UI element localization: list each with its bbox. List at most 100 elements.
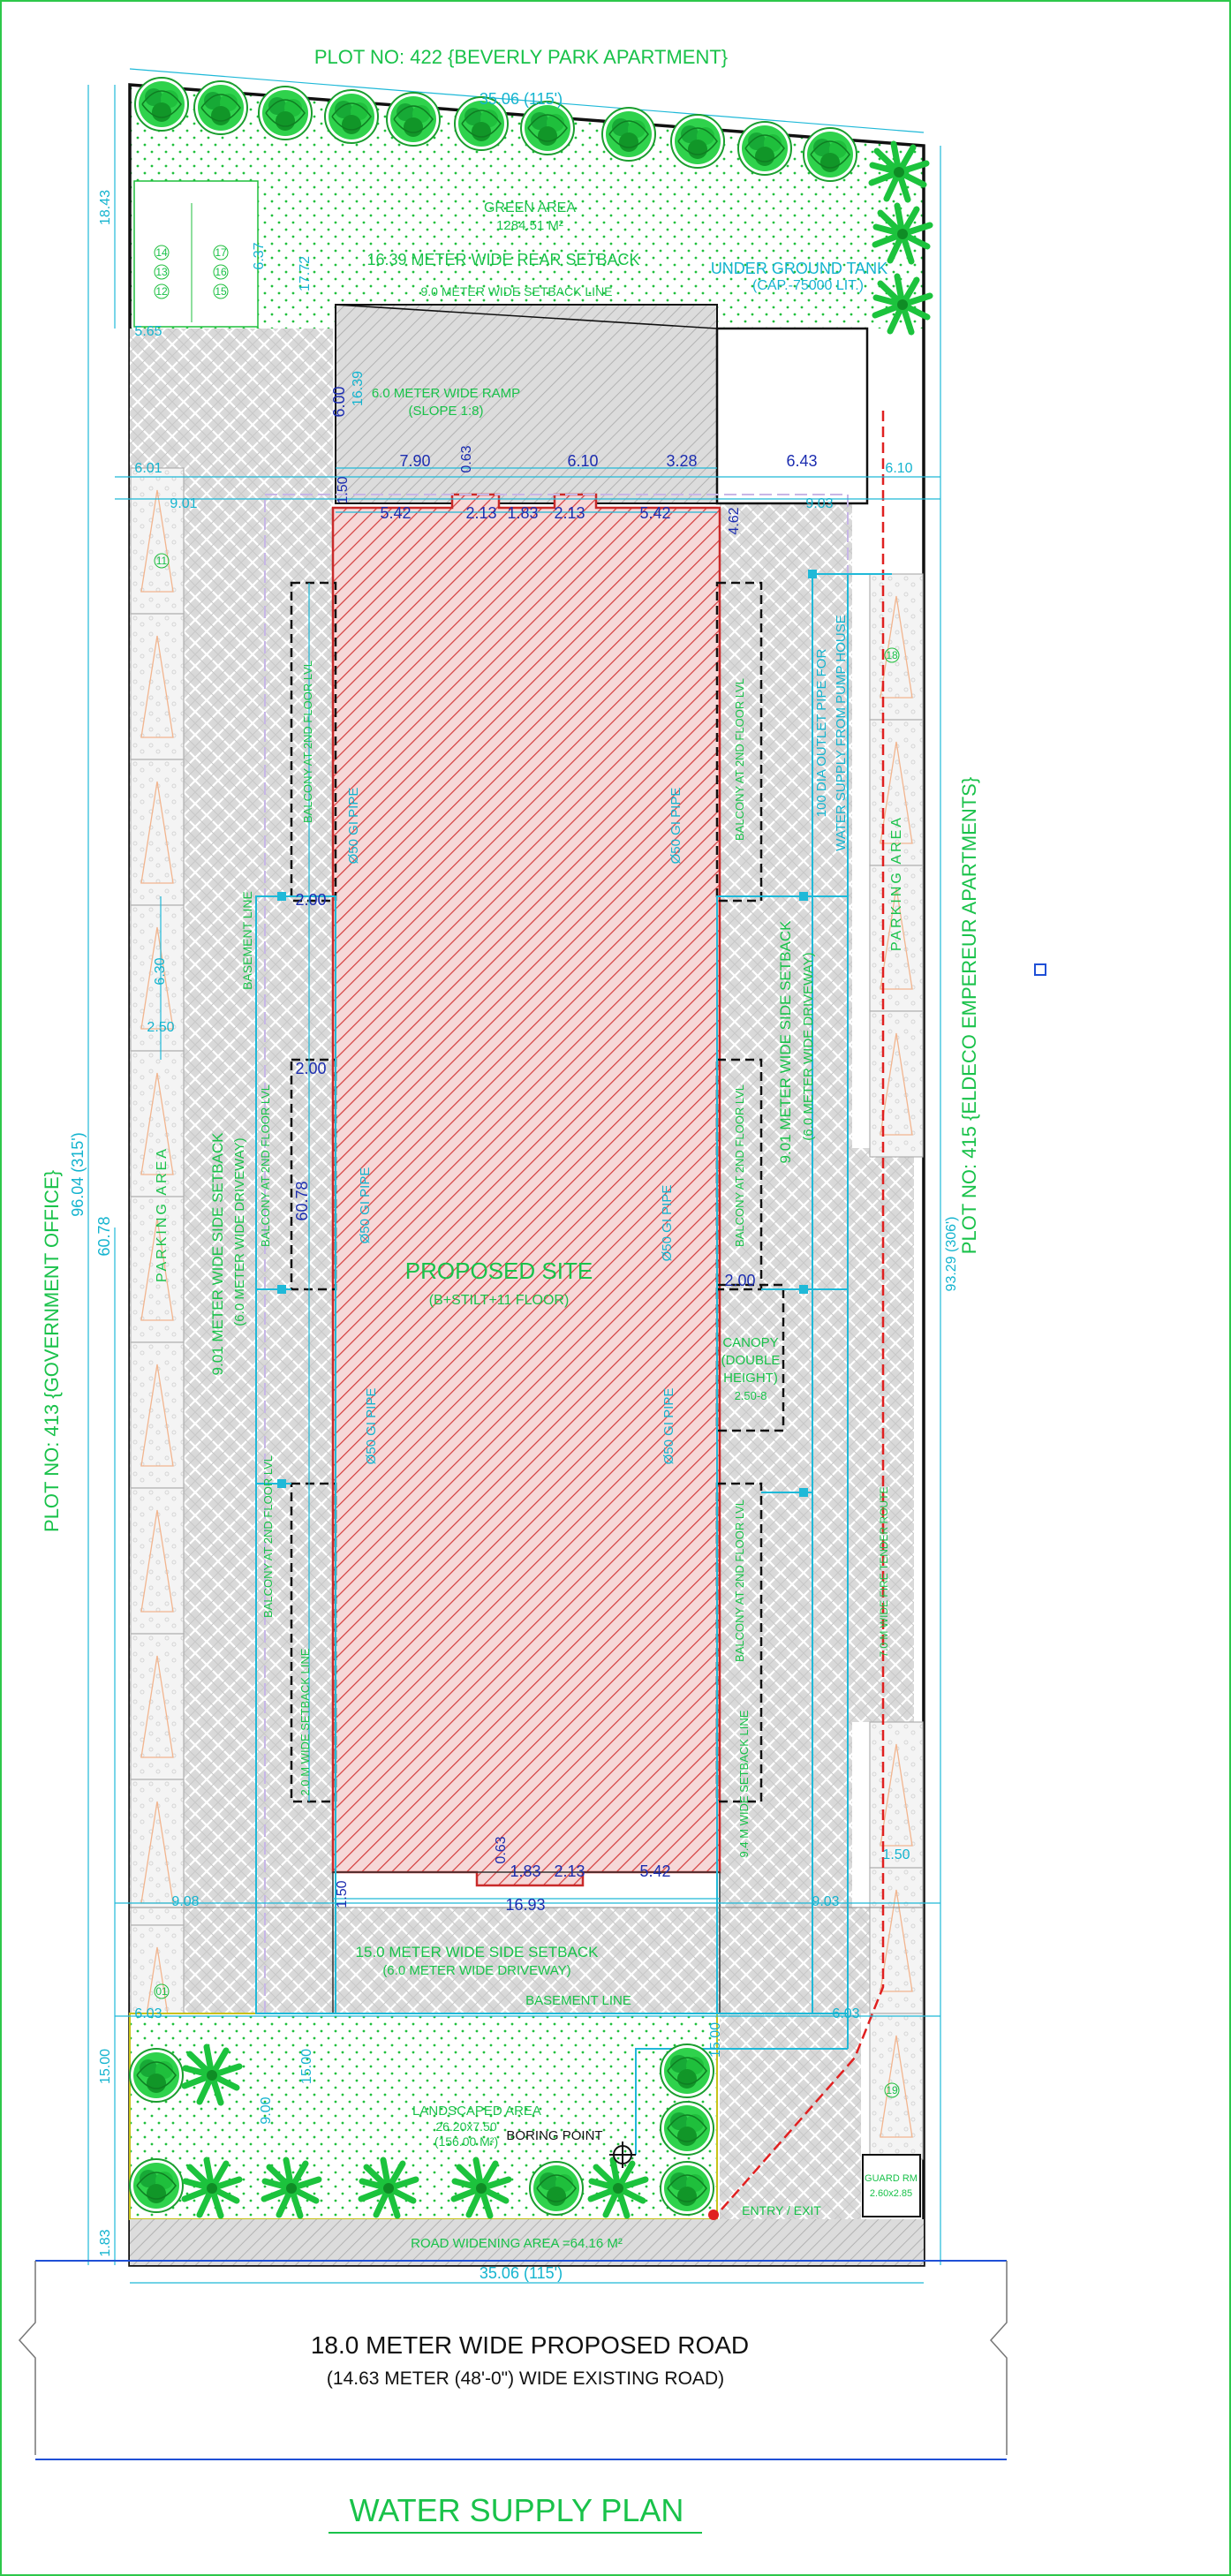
dim-1-83-a: 1.83 xyxy=(507,504,538,522)
dim-6-43: 6.43 xyxy=(786,452,817,470)
dim-2-00-a: 2.00 xyxy=(295,891,326,909)
canopy-box xyxy=(715,1283,785,1432)
road-existing-label: (14.63 METER (48'-0") WIDE EXISTING ROAD… xyxy=(327,2368,724,2389)
green-area-value: 1284.51 M² xyxy=(496,218,563,233)
dim-0-63-bottom: 0.63 xyxy=(494,1836,509,1863)
svg-text:15: 15 xyxy=(215,285,227,298)
dim-60-78-inner: 60.78 xyxy=(293,1181,311,1220)
gi-pipe-label-5: Ø50 GI PIPE xyxy=(660,1185,675,1262)
dim-5-42-b: 5.42 xyxy=(639,504,670,522)
dim-9-03-right-bottom: 9.03 xyxy=(812,1894,839,1909)
road-main-label: 18.0 METER WIDE PROPOSED ROAD xyxy=(311,2331,749,2359)
dim-6-03-right: 6.03 xyxy=(832,2006,859,2021)
dim-15-00-c: 15.00 xyxy=(708,2022,723,2058)
red-dashed-boundary xyxy=(714,411,885,2217)
basement-line-label-bottom: BASEMENT LINE xyxy=(525,1993,631,2008)
balcony-label-left-3: BALCONY AT 2ND FLOOR LVL xyxy=(261,1455,275,1618)
dim-2-13-a: 2.13 xyxy=(465,504,496,522)
svg-text:12: 12 xyxy=(155,285,168,298)
parking-number-markers: 14 13 12 17 16 15 11 18 01 19 xyxy=(154,245,900,2098)
balcony-label-left-2: BALCONY AT 2ND FLOOR LVL xyxy=(259,1084,272,1247)
dim-17-72: 17.72 xyxy=(298,256,313,291)
road-widening-strip xyxy=(130,2219,924,2265)
svg-text:13: 13 xyxy=(155,266,168,278)
dimension-lines xyxy=(87,68,941,2284)
outlet-pipe-label-2: WATER SUPPLY FROM PUMP HOUSE xyxy=(834,615,849,851)
dim-6-10: 6.10 xyxy=(567,452,598,470)
fire-route-label: 7.0 M WIDE FIRE TENDER ROUTE xyxy=(878,1486,890,1657)
dim-2-00-c: 2.00 xyxy=(724,1272,755,1289)
dim-1-83-b: 1.83 xyxy=(510,1862,540,1880)
dim-0-63-top: 0.63 xyxy=(459,445,474,472)
dim-7-90: 7.90 xyxy=(399,452,430,470)
dim-9-03-right-top: 9.03 xyxy=(805,496,833,511)
rear-setback-label: 16.39 METER WIDE REAR SETBACK xyxy=(366,251,639,268)
front-driveway-label: (6.0 METER WIDE DRIVEWAY) xyxy=(382,1963,570,1978)
dim-5-42-a: 5.42 xyxy=(380,504,411,522)
dim-1-50-bottom: 1.50 xyxy=(335,1880,350,1907)
dim-2-00-b: 2.00 xyxy=(295,1060,326,1077)
setback-line-label-right: 9.4 M WIDE SETBACK LINE xyxy=(737,1710,751,1857)
dim-2-13-b: 2.13 xyxy=(554,504,585,522)
landscaped-area-label: LANDSCAPED AREA xyxy=(412,2104,541,2119)
svg-text:01: 01 xyxy=(155,1985,168,1998)
dim-3-28: 3.28 xyxy=(666,452,697,470)
dim-9-01-left-top: 9.01 xyxy=(170,496,197,511)
basement-line-label-left: BASEMENT LINE xyxy=(240,891,254,990)
green-area-label: GREEN AREA xyxy=(484,200,576,215)
balcony-label-right-2: BALCONY AT 2ND FLOOR LVL xyxy=(733,1084,746,1247)
rear-setback-line-label: 9.0 METER WIDE SETBACK LINE xyxy=(420,284,612,298)
balcony-label-left-1: BALCONY AT 2ND FLOOR LVL xyxy=(301,661,314,823)
guard-room-label: GUARD RM xyxy=(865,2173,918,2184)
entry-exit-label: ENTRY / EXIT xyxy=(742,2203,821,2217)
dim-2-13-c: 2.13 xyxy=(554,1862,585,1880)
balcony-right-1 xyxy=(715,581,763,903)
road-outline xyxy=(18,2260,1008,2460)
front-setback-label: 15.0 METER WIDE SIDE SETBACK xyxy=(356,1944,600,1960)
dim-right-total: 93.29 (306') xyxy=(944,1217,959,1292)
dim-6-30: 6.30 xyxy=(153,957,168,985)
dim-2-50: 2.50 xyxy=(147,1020,174,1035)
parking-area-right: PARKING AREA xyxy=(889,815,904,951)
svg-text:18: 18 xyxy=(886,649,898,661)
right-setback-label: 9.01 METER WIDE SIDE SETBACK xyxy=(777,920,794,1164)
outlet-pipe-label-1: 100 DIA OUTLET PIPE FOR xyxy=(814,649,829,818)
dim-bottom-width: 35.06 (115') xyxy=(480,2264,563,2282)
ramp-label: 6.0 METER WIDE RAMP xyxy=(372,386,520,401)
canopy-sub2: HEIGHT) xyxy=(723,1371,778,1386)
balcony-label-right-3: BALCONY AT 2ND FLOOR LVL xyxy=(733,1500,746,1662)
dim-top-width: 35.06 (115') xyxy=(480,90,563,108)
dim-15-00-b: 15.00 xyxy=(299,2049,314,2084)
svg-text:17: 17 xyxy=(215,246,227,259)
front-driveway-paving xyxy=(333,1907,720,2013)
boring-point-marker xyxy=(609,2142,636,2168)
dim-60-78-left: 60.78 xyxy=(95,1216,113,1256)
dim-6-37: 6.37 xyxy=(252,242,267,269)
proposed-site-label: PROPOSED SITE xyxy=(405,1258,593,1284)
canopy-label: CANOPY xyxy=(722,1335,778,1350)
gi-pipe-label-1: Ø50 GI PIPE xyxy=(346,788,361,865)
landscaped-value: (156.00 M²) xyxy=(434,2134,498,2149)
road-widening-label: ROAD WIDENING AREA =64.16 M² xyxy=(411,2236,623,2251)
dim-1-50-top: 1.50 xyxy=(336,476,351,503)
svg-text:16: 16 xyxy=(215,266,227,278)
guard-room-dims: 2.60x2.85 xyxy=(870,2188,912,2199)
drawing-title: WATER SUPPLY PLAN xyxy=(350,2492,684,2528)
setback-line-label-left: 2.0 M WIDE SETBACK LINE xyxy=(298,1648,312,1795)
right-driveway-label: (6.0 METER WIDE DRIVEWAY) xyxy=(801,952,816,1140)
dim-18-43: 18.43 xyxy=(98,190,113,225)
underground-tank xyxy=(715,327,869,505)
landscaped-dims: 26.20x7.50 xyxy=(435,2119,496,2134)
right-driveway-paving xyxy=(720,495,852,1907)
gi-pipe-label-6: Ø50 GI PIPE xyxy=(661,1388,676,1465)
gi-pipe-label-3: Ø50 GI PIPE xyxy=(364,1388,379,1465)
dim-4-62: 4.62 xyxy=(727,507,742,534)
dim-15-00-a: 15.00 xyxy=(98,2049,113,2084)
dim-5-42-c: 5.42 xyxy=(639,1862,670,1880)
dim-5-65: 5.65 xyxy=(134,324,162,339)
ramp xyxy=(335,304,718,504)
canopy-sub1: (DOUBLE xyxy=(721,1353,781,1368)
top-left-parking-block xyxy=(133,180,259,328)
dim-6-10-right: 6.10 xyxy=(885,461,912,476)
dim-6-00: 6.00 xyxy=(330,386,348,417)
